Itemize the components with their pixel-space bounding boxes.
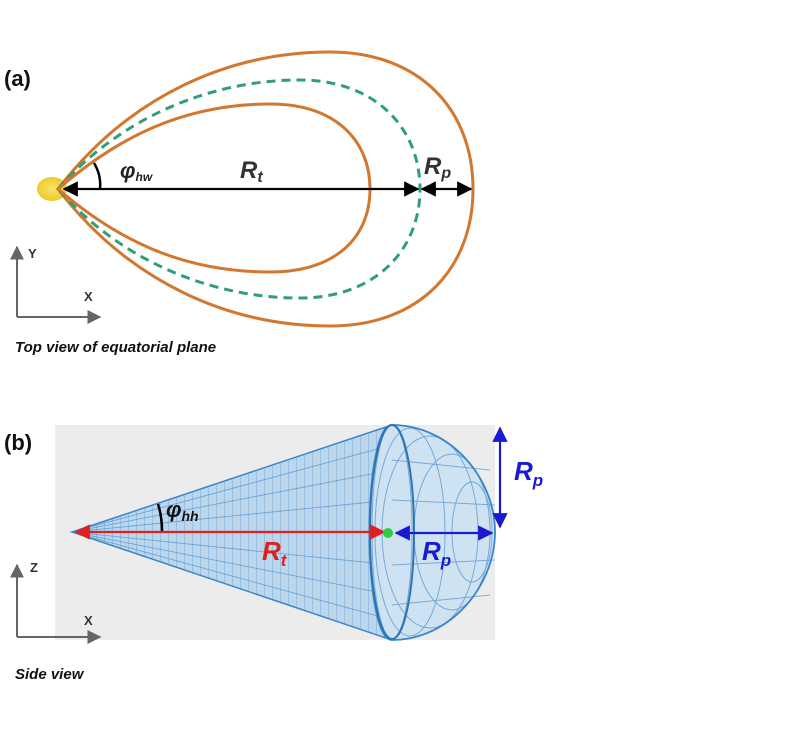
rp-horizontal-label: Rp xyxy=(422,536,451,570)
phi-hh-label: φhh xyxy=(166,497,199,524)
caption-b: Side view xyxy=(15,666,85,683)
dashed-middle-outline xyxy=(56,78,422,300)
rt-label-a: Rt xyxy=(240,157,263,186)
x-axis-label-b: X xyxy=(84,613,93,628)
panel-a-label: (a) xyxy=(4,66,31,91)
rp-vertical-label: Rp xyxy=(514,456,543,490)
rp-label-a: Rp xyxy=(424,153,451,182)
x-axis-label-a: X xyxy=(84,289,93,304)
source-sun xyxy=(37,177,67,201)
panel-b-label: (b) xyxy=(4,430,32,455)
outer-outline xyxy=(56,50,475,328)
phi-hw-label: φhw xyxy=(120,158,153,184)
y-axis-label: Y xyxy=(28,246,37,261)
phi-hw-arc xyxy=(92,162,102,190)
rt-label-b: Rt xyxy=(262,536,288,570)
center-point xyxy=(383,528,393,538)
caption-a: Top view of equatorial plane xyxy=(15,339,216,356)
z-axis-label: Z xyxy=(30,560,38,575)
